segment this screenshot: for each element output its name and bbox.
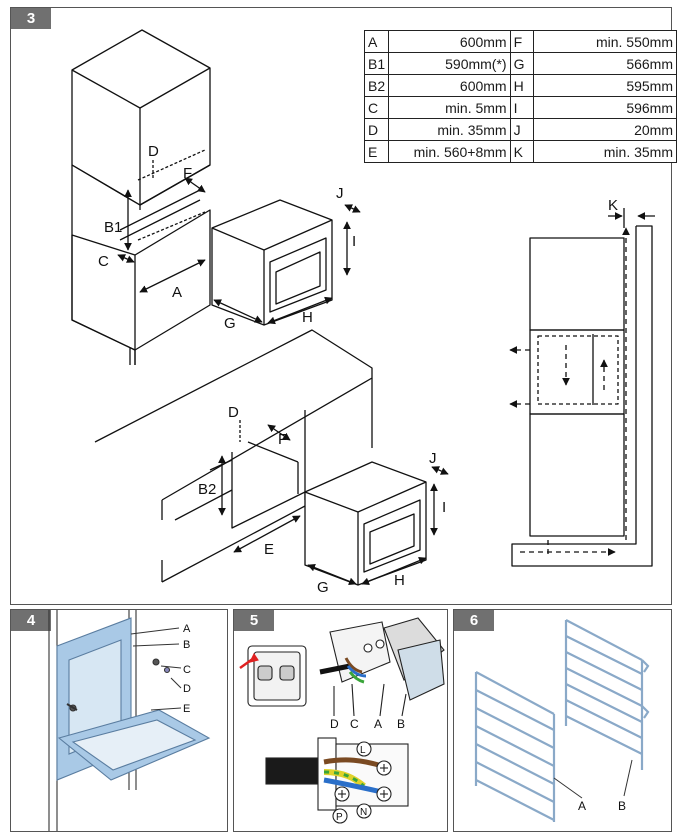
- panel-number: 4: [11, 610, 51, 631]
- label-p6-B: B: [618, 799, 626, 813]
- label-p5-N: N: [360, 807, 367, 818]
- label-p6-A: A: [578, 799, 586, 813]
- panel-5-drawing: D C A B L N P: [239, 617, 445, 824]
- dimensions-table: A 600mm F min. 550mm B1 590mm(*) G 566mm…: [363, 30, 677, 163]
- table-row: A 600mm F min. 550mm: [363, 30, 677, 53]
- label-p4-C: C: [183, 664, 191, 676]
- panel-number: 6: [454, 610, 494, 631]
- panel-6-drawing: A B: [474, 619, 650, 822]
- label-p5-A: A: [374, 717, 382, 731]
- label-p4-E: E: [183, 703, 190, 715]
- side-rack-A: [474, 671, 556, 822]
- label-p4-A: A: [183, 623, 191, 635]
- label-p5-C: C: [350, 717, 359, 731]
- panel-4-drawing: A B C D E: [48, 610, 211, 831]
- panel-5-electrical-connection: 5: [233, 609, 448, 832]
- label-p5-P: P: [336, 812, 343, 823]
- label-p5-L: L: [360, 745, 366, 756]
- label-p5-D: D: [330, 717, 339, 731]
- table-row: B2 600mm H 595mm: [363, 74, 677, 97]
- label-p5-B: B: [397, 717, 405, 731]
- panel-6-side-racks: 6: [453, 609, 672, 832]
- panel-4-oven-fixing: 4 A B C D E: [10, 609, 228, 832]
- panel-number: 3: [11, 8, 51, 29]
- table-row: D min. 35mm J 20mm: [363, 118, 677, 141]
- table-row: E min. 560+8mm K min. 35mm: [363, 140, 677, 163]
- side-rack-B: [564, 619, 650, 770]
- label-p4-D: D: [183, 683, 191, 695]
- table-row: B1 590mm(*) G 566mm: [363, 52, 677, 75]
- label-p4-B: B: [183, 639, 190, 651]
- panel-number: 5: [234, 610, 274, 631]
- table-row: C min. 5mm I 596mm: [363, 96, 677, 119]
